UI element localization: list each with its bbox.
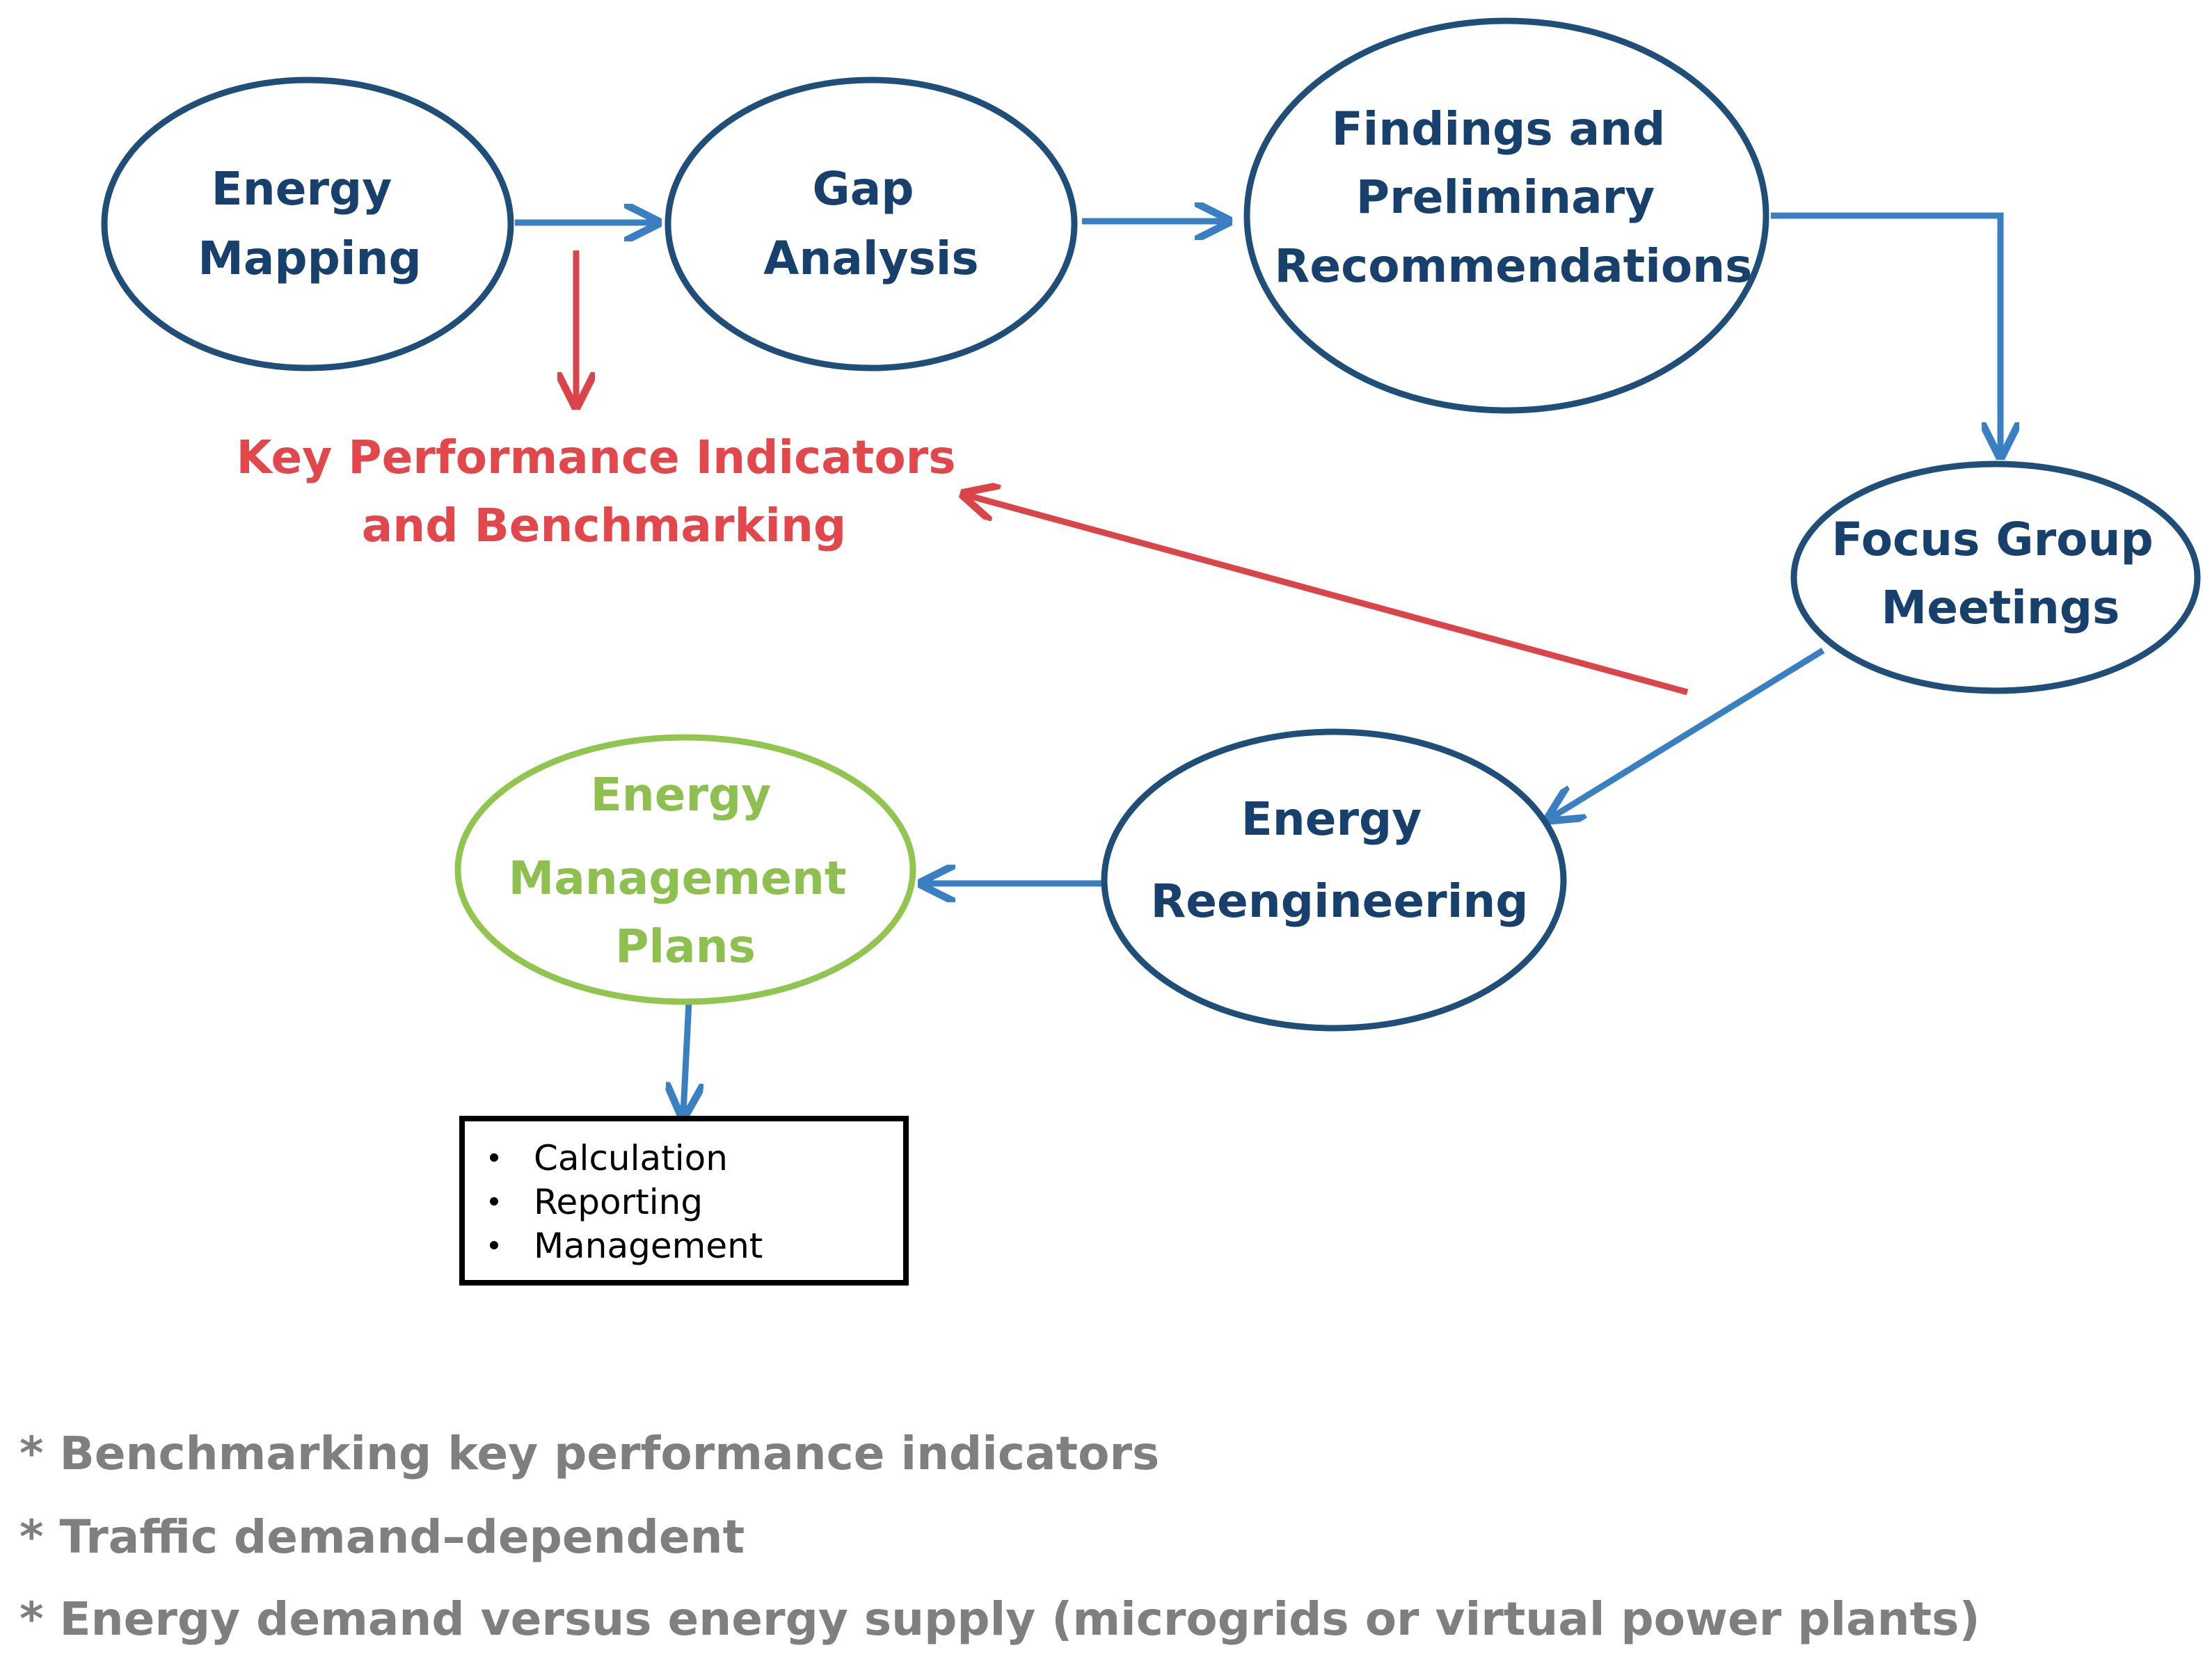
- kpi-label: Key Performance Indicators and Benchmark…: [237, 431, 972, 552]
- node-findings-label: Findings and Preliminary Recommendations: [1275, 102, 1753, 293]
- node-energy-reengineering-shape: [1101, 728, 1567, 1032]
- node-energy-reengineering-label: Energy Reengineering: [1150, 792, 1528, 928]
- node-findings-line: Recommendations: [1275, 239, 1753, 293]
- output-box-list: Calculation Reporting Management: [490, 1138, 763, 1266]
- output-box: Calculation Reporting Management: [459, 1116, 909, 1286]
- node-energy-mapping: Energy Mapping: [101, 77, 514, 371]
- node-gap-analysis-line: Gap: [813, 162, 914, 216]
- node-energy-mapping-line: Mapping: [198, 232, 422, 285]
- node-energy-management-line: Plans: [615, 920, 756, 973]
- node-findings-shape: [1243, 17, 1769, 414]
- node-findings: Findings and Preliminary Recommendations: [1243, 17, 1769, 414]
- node-energy-reengineering: Energy Reengineering: [1101, 728, 1567, 1032]
- node-energy-management-shape: [454, 734, 916, 1005]
- output-box-item: Calculation: [534, 1138, 728, 1178]
- notes: * Benchmarking key performance indicator…: [19, 1427, 1980, 1646]
- connectors: [515, 216, 2000, 1113]
- node-gap-analysis-label: Gap Analysis: [763, 162, 978, 285]
- kpi-label-line: Key Performance Indicators: [237, 431, 956, 484]
- node-focus-group-line: Focus Group: [1831, 513, 2153, 566]
- note-line: * Benchmarking key performance indicator…: [19, 1427, 1159, 1480]
- node-findings-line: Preliminary: [1356, 170, 1655, 224]
- node-focus-group-shape: [1790, 461, 2201, 694]
- node-gap-analysis-shape: [665, 77, 1078, 371]
- node-focus-group-label: Focus Group Meetings: [1831, 513, 2169, 634]
- node-gap-analysis-line: Analysis: [763, 232, 978, 285]
- node-focus-group: Focus Group Meetings: [1790, 461, 2201, 694]
- note-line: * Traffic demand–dependent: [19, 1510, 745, 1564]
- bullet-icon: [490, 1241, 498, 1249]
- node-gap-analysis: Gap Analysis: [665, 77, 1078, 371]
- arrow-findings-to-focus: [1771, 212, 2000, 452]
- node-energy-mapping-line: Energy: [212, 162, 392, 216]
- kpi-label-line: and Benchmarking: [362, 499, 847, 552]
- bullet-icon: [490, 1197, 498, 1206]
- node-energy-management-line: Energy: [591, 768, 772, 822]
- node-energy-reengineering-line: Reengineering: [1150, 874, 1528, 928]
- arrow-focus-to-reengineering: [1552, 648, 1825, 817]
- output-box-item: Management: [534, 1226, 763, 1266]
- node-findings-line: Findings and: [1332, 102, 1666, 156]
- arrow-focus-to-kpi: [967, 495, 1689, 696]
- node-energy-mapping-shape: [101, 77, 514, 371]
- note-line: * Energy demand versus energy supply (mi…: [19, 1592, 1980, 1646]
- output-box-frame: [459, 1116, 909, 1286]
- node-energy-reengineering-line: Energy: [1241, 792, 1422, 846]
- arrow-management-to-box: [683, 1001, 689, 1113]
- bullet-icon: [490, 1153, 498, 1162]
- node-energy-management-label: Energy Management Plans: [509, 768, 863, 973]
- node-energy-management: Energy Management Plans: [454, 734, 916, 1005]
- node-energy-mapping-label: Energy Mapping: [198, 162, 422, 285]
- output-box-item: Reporting: [534, 1182, 703, 1222]
- node-focus-group-line: Meetings: [1881, 581, 2120, 634]
- node-energy-management-line: Management: [509, 851, 847, 905]
